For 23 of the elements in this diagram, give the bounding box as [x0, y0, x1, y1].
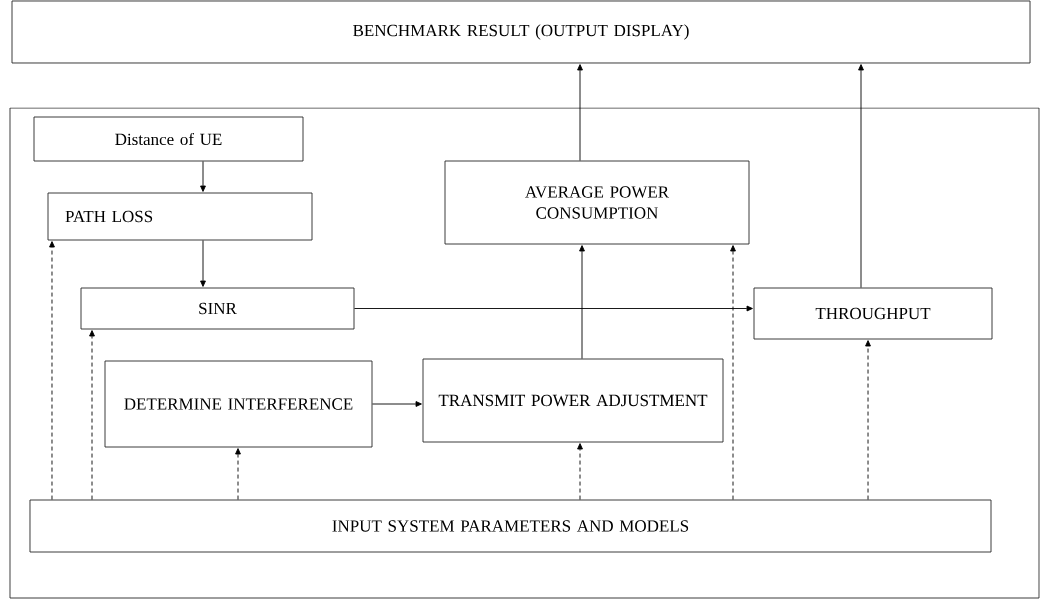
arrow: [354, 305, 753, 312]
arrow: [577, 64, 583, 161]
result-box: BENCHMARK RESULT (OUTPUT DISPLAY): [11, 0, 1031, 64]
arrow: [858, 64, 864, 288]
arrow: [372, 401, 422, 407]
dashed-arrow: [577, 443, 583, 500]
process-box: Distance of UE: [33, 116, 304, 162]
input-box: INPUT SYSTEM PARAMETERS AND MODELS: [29, 499, 992, 553]
process-box: TRANSMIT POWER ADJUSTMENT: [422, 358, 724, 443]
process-box: AVERAGE POWER CONSUMPTION: [444, 160, 750, 245]
dashed-arrow: [730, 245, 736, 500]
arrow: [579, 245, 585, 359]
process-box: THROUGHPUT: [753, 287, 993, 340]
process-box: DETERMINE INTERFERENCE: [104, 360, 373, 448]
arrow: [200, 240, 206, 287]
dashed-arrow: [235, 448, 241, 500]
dashed-arrow: [49, 241, 55, 500]
arrow: [200, 161, 206, 192]
dashed-arrow: [865, 340, 871, 500]
dashed-arrow: [89, 330, 95, 500]
frame-box: [9, 107, 1040, 599]
process-box: PATH LOSS: [47, 192, 313, 241]
process-box: SINR: [80, 287, 355, 330]
